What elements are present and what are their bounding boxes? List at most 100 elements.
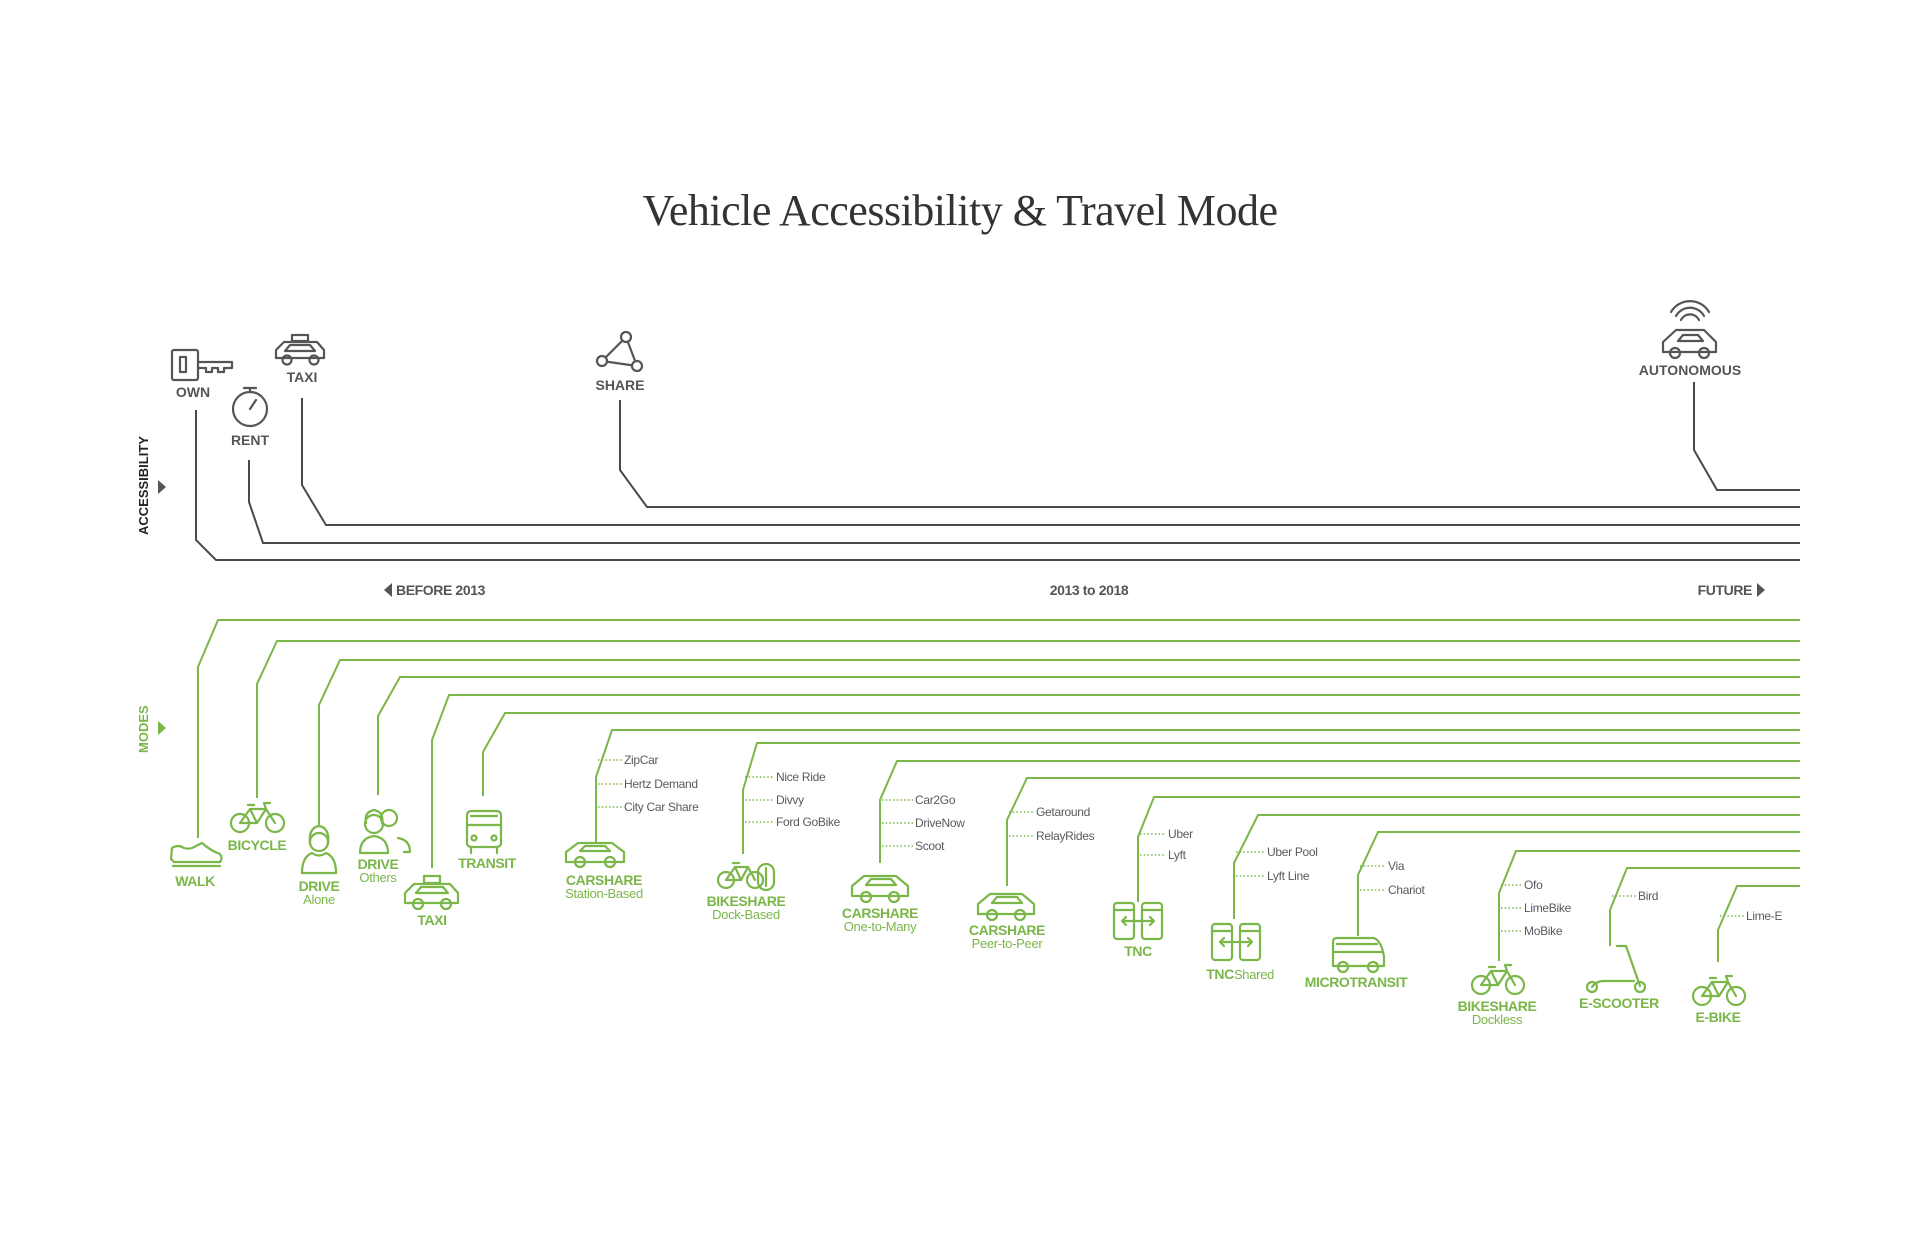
autonomous-line [1693,382,1800,491]
share-node: SHARE [595,330,645,393]
own-node: OWN [170,348,234,400]
taxi-mode-label: TAXI [417,912,446,928]
provider-nice-ride: Nice Ride [776,770,826,784]
provider-car2go: Car2Go [915,793,956,807]
drive-alone-label: DRIVE [299,878,340,894]
tnc-shared-line [1233,814,1800,919]
tnc-line [1137,796,1800,902]
provider-lyft: Lyft [1168,848,1187,862]
accessibility-label: ACCESSIBILITY [136,436,151,535]
provider-lyft-line: Lyft Line [1267,869,1310,883]
carshare-one-label: CARSHARE [842,905,918,921]
share-icon [595,330,644,373]
carshare-station-sub: Station-Based [565,886,643,901]
escooter-line [1609,867,1800,946]
drive-alone-sub: Alone [303,892,335,907]
accessibility-axis-label: ACCESSIBILITY [136,436,166,535]
bikeshare-dock-node: Nice Ride Divvy Ford GoBike BIKESHARE Do… [707,770,841,922]
bikeshare-dock-leaders [745,776,774,823]
tnc-label: TNC [1124,943,1152,959]
bikeshare-dockless-label: BIKESHARE [1458,998,1537,1014]
tnc-shared-node: Uber Pool Lyft Line TNC Shared [1206,845,1318,982]
walk-node: WALK [169,841,223,889]
mode-lines [197,619,1800,962]
own-label: OWN [176,384,210,400]
share-label: SHARE [595,377,644,393]
carshare-one-line [879,760,1800,863]
carshare-peer-leaders [1009,811,1034,837]
car-icon [850,874,910,904]
carshare-one-sub: One-to-Many [844,919,917,934]
provider-bird: Bird [1638,889,1658,903]
right-arrow-icon [1757,583,1765,597]
bicycle-node: BICYCLE [228,801,287,853]
carshare-station-line [595,729,1800,844]
microtransit-label: MICROTRANSIT [1305,974,1408,990]
provider-chariot: Chariot [1388,883,1426,897]
taxi-mode-node: TAXI [403,874,460,928]
van-icon [1331,936,1386,974]
carshare-station-node: ZipCar Hertz Demand City Car Share CARSH… [564,753,699,901]
taxi-label: TAXI [287,369,318,385]
provider-relayrides: RelayRides [1036,829,1095,843]
taxi-line [301,398,1800,526]
era-axis: BEFORE 2013 2013 to 2018 FUTURE [384,582,1765,598]
escooter-label: E-SCOOTER [1579,995,1659,1011]
tnc-leaders [1140,833,1166,856]
autonomous-label: AUTONOMOUS [1639,362,1741,378]
bicycle-line [256,640,1800,798]
tnc-shared-label: TNC [1206,966,1234,982]
provider-ofo: Ofo [1524,878,1543,892]
carshare-one-node: Car2Go DriveNow Scoot CARSHARE One-to-Ma… [842,793,966,934]
provider-getaround: Getaround [1036,805,1090,819]
provider-mobike: MoBike [1524,924,1563,938]
ebike-node: Lime-E E-BIKE [1691,909,1783,1025]
taxi-mode-line [431,694,1800,868]
stopwatch-icon [231,386,269,428]
scooter-icon [1585,944,1647,994]
bikeshare-dock-label: BIKESHARE [707,893,786,909]
phones-icon [1112,901,1164,941]
docked-bike-icon [716,861,776,892]
provider-lime-e: Lime-E [1746,909,1783,923]
bus-icon [465,809,503,855]
microtransit-line [1357,831,1800,936]
bikeshare-dockless-sub: Dockless [1472,1012,1523,1027]
provider-ford-gobike: Ford GoBike [776,815,841,829]
key-icon [170,348,234,382]
car-icon [564,841,626,869]
carshare-peer-sub: Peer-to-Peer [972,936,1044,951]
bikeshare-dockless-leaders [1501,884,1522,932]
bikeshare-dock-line [742,742,1800,854]
drive-others-line [377,676,1800,795]
provider-zipcar: ZipCar [624,753,659,767]
diagram-title: Vehicle Accessibility & Travel Mode [642,186,1277,235]
bicycle-icon [229,801,286,834]
transit-label: TRANSIT [458,855,517,871]
rent-line [248,460,1800,544]
taxi-node: TAXI [274,333,326,385]
bicycle-icon [1470,963,1526,996]
car-icon [976,892,1036,922]
carshare-peer-line [1006,777,1800,886]
accessibility-arrow-icon [158,480,166,494]
carshare-peer-label: CARSHARE [969,922,1045,938]
modes-label: MODES [136,705,151,753]
carshare-station-label: CARSHARE [566,872,642,888]
microtransit-leaders [1360,865,1386,891]
era-before-label: BEFORE 2013 [396,582,486,598]
bicycle-label: BICYCLE [228,837,287,853]
provider-uber: Uber [1168,827,1193,841]
accessibility-lines [195,382,1800,561]
rent-label: RENT [231,432,270,448]
modes-axis-label: MODES [136,705,166,753]
provider-uber-pool: Uber Pool [1267,845,1318,859]
drive-others-sub: Others [359,870,397,885]
drive-alone-node: DRIVE Alone [299,824,340,907]
transit-node: TRANSIT [458,809,517,871]
provider-limebike: LimeBike [1524,901,1572,915]
carshare-one-leaders [882,799,913,847]
autonomous-node: AUTONOMOUS [1639,299,1741,378]
drive-others-node: DRIVE Others [358,808,412,885]
